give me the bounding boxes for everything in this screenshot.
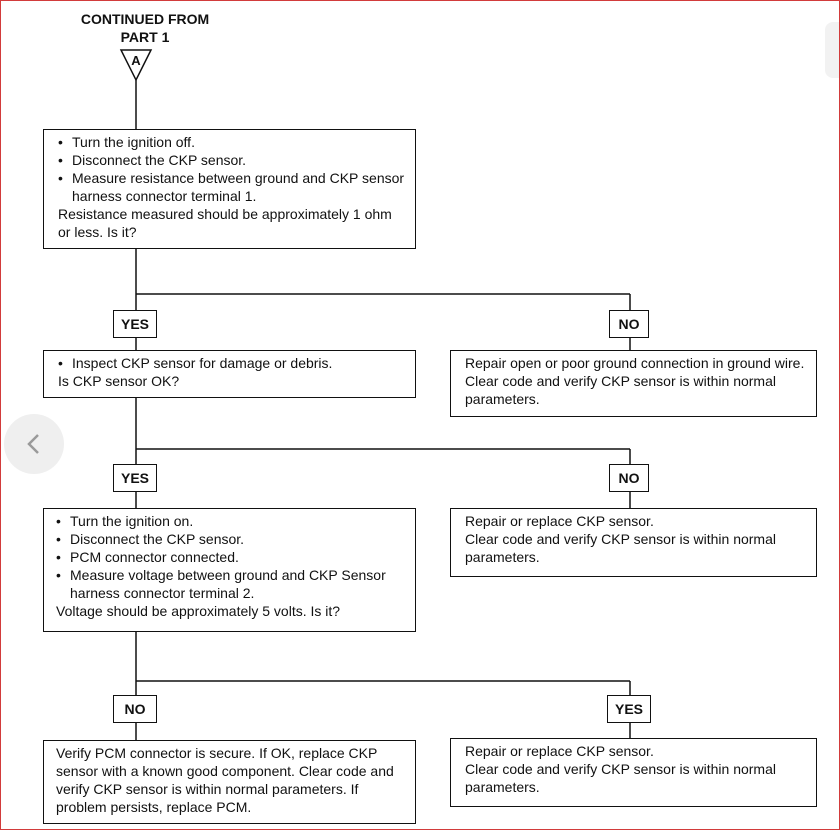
step2-question: Is CKP sensor OK? bbox=[58, 373, 180, 389]
connector-triangle bbox=[119, 49, 153, 82]
branch3-no-label: NO bbox=[113, 695, 157, 723]
header-line2: PART 1 bbox=[120, 29, 170, 45]
step1-bullet: Disconnect the CKP sensor. bbox=[58, 151, 405, 169]
result3-yes-line1: Repair or replace CKP sensor. bbox=[465, 743, 654, 759]
result3-yes-box: Repair or replace CKP sensor. Clear code… bbox=[450, 738, 817, 807]
result3-no-text: Verify PCM connector is secure. If OK, r… bbox=[56, 745, 394, 815]
branch2-no-label: NO bbox=[609, 464, 649, 492]
chevron-left-icon bbox=[27, 434, 39, 454]
branch1-yes-label: YES bbox=[113, 310, 157, 338]
step1-bullet: Turn the ignition off. bbox=[58, 133, 405, 151]
scroll-edge[interactable] bbox=[825, 22, 839, 78]
previous-button[interactable] bbox=[4, 414, 64, 474]
result3-yes-line2: Clear code and verify CKP sensor is with… bbox=[465, 761, 776, 795]
connector-letter: A bbox=[131, 53, 141, 68]
result2-no-line2: Clear code and verify CKP sensor is with… bbox=[465, 531, 776, 565]
step3-box: Turn the ignition on. Disconnect the CKP… bbox=[43, 508, 416, 632]
step1-question: Resistance measured should be approximat… bbox=[58, 206, 392, 240]
step1-bullet: Measure resistance between ground and CK… bbox=[58, 169, 405, 205]
step3-question: Voltage should be approximately 5 volts.… bbox=[56, 603, 341, 619]
continued-header: CONTINUED FROM PART 1 bbox=[60, 10, 230, 46]
branch3-yes-label: YES bbox=[607, 695, 651, 723]
result2-no-line1: Repair or replace CKP sensor. bbox=[465, 513, 654, 529]
result3-no-box: Verify PCM connector is secure. If OK, r… bbox=[43, 740, 416, 824]
step1-box: Turn the ignition off. Disconnect the CK… bbox=[43, 129, 416, 249]
step3-bullet: Disconnect the CKP sensor. bbox=[56, 530, 405, 548]
result1-no-box: Repair open or poor ground connection in… bbox=[450, 350, 817, 417]
step3-bullet: PCM connector connected. bbox=[56, 548, 405, 566]
step3-bullet: Turn the ignition on. bbox=[56, 512, 405, 530]
step3-bullet: Measure voltage between ground and CKP S… bbox=[56, 566, 405, 602]
branch1-no-label: NO bbox=[609, 310, 649, 338]
header-line1: CONTINUED FROM bbox=[80, 11, 210, 27]
result1-no-text: Repair open or poor ground connection in… bbox=[465, 355, 805, 407]
result2-no-box: Repair or replace CKP sensor. Clear code… bbox=[450, 508, 817, 577]
step2-box: Inspect CKP sensor for damage or debris.… bbox=[43, 350, 416, 398]
branch2-yes-label: YES bbox=[113, 464, 157, 492]
step2-bullet: Inspect CKP sensor for damage or debris. bbox=[58, 354, 405, 372]
